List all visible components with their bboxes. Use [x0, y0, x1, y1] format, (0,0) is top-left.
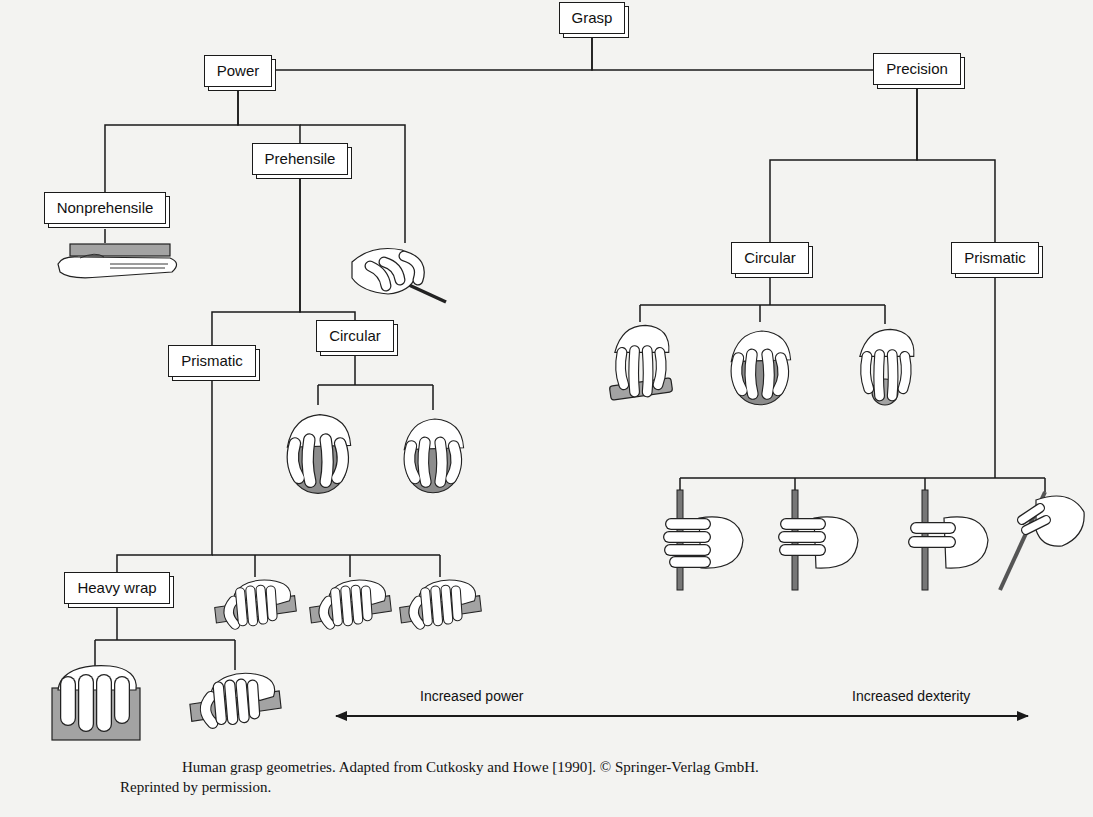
grasp-category-box: Circular — [731, 242, 809, 274]
tree-connector — [272, 34, 592, 70]
grasp-category-box: Prehensile — [252, 143, 349, 175]
rod-pinch-hand — [669, 490, 743, 590]
figure-caption: Human grasp geometries. Adapted from Cut… — [120, 757, 810, 797]
grasp-category-box: Prismatic — [168, 345, 256, 377]
rod-pinch-hand — [914, 490, 988, 590]
tree-connector — [770, 85, 917, 242]
grasp-category-box: Prismatic — [951, 242, 1039, 274]
category-label: Precision — [886, 60, 948, 78]
fist-wrap-hand — [190, 673, 281, 723]
disk-tip-hand — [609, 325, 672, 400]
tree-connector — [238, 87, 300, 143]
tree-connector — [117, 377, 212, 572]
category-label: Heavy wrap — [77, 579, 156, 597]
grasp-category-box: Grasp — [559, 2, 626, 34]
rod-pinch-hand — [784, 490, 858, 590]
tree-connector — [212, 175, 300, 345]
axis-label: Increased dexterity — [850, 688, 972, 704]
pen-grip-hand — [352, 249, 446, 303]
category-label: Circular — [329, 327, 381, 345]
bar-wrap-hand — [215, 580, 297, 625]
sphere-grip-hand — [404, 419, 463, 493]
category-label: Power — [217, 62, 260, 80]
tree-line — [95, 125, 1045, 670]
box-wrap-hand — [52, 666, 140, 740]
power-dexterity-arrow — [336, 715, 1028, 717]
category-label: Circular — [744, 249, 796, 267]
tree-connector — [917, 85, 995, 242]
pencil-pinch-hand — [1000, 492, 1084, 590]
grasp-category-box: Power — [204, 55, 273, 87]
sphere-grip-hand — [287, 415, 350, 494]
bar-wrap-hand — [310, 580, 392, 625]
nonprehensile-hand — [58, 244, 177, 278]
grasp-category-box: Precision — [873, 53, 961, 85]
axis-label: Increased power — [418, 688, 526, 704]
category-label: Prehensile — [265, 150, 336, 168]
tree-connector — [300, 175, 355, 320]
tree-connector — [592, 34, 873, 70]
grasp-category-box: Heavy wrap — [64, 572, 169, 604]
small-sphere-tip-hand — [860, 329, 914, 405]
category-label: Nonprehensile — [57, 199, 154, 217]
category-label: Prismatic — [964, 249, 1026, 267]
bar-wrap-hand — [400, 580, 482, 625]
grasp-category-box: Circular — [316, 320, 394, 352]
grasp-category-box: Nonprehensile — [44, 192, 167, 224]
category-label: Prismatic — [181, 352, 243, 370]
category-label: Grasp — [572, 9, 613, 27]
tree-connector — [105, 87, 238, 192]
sphere-tip-hand — [731, 331, 790, 405]
